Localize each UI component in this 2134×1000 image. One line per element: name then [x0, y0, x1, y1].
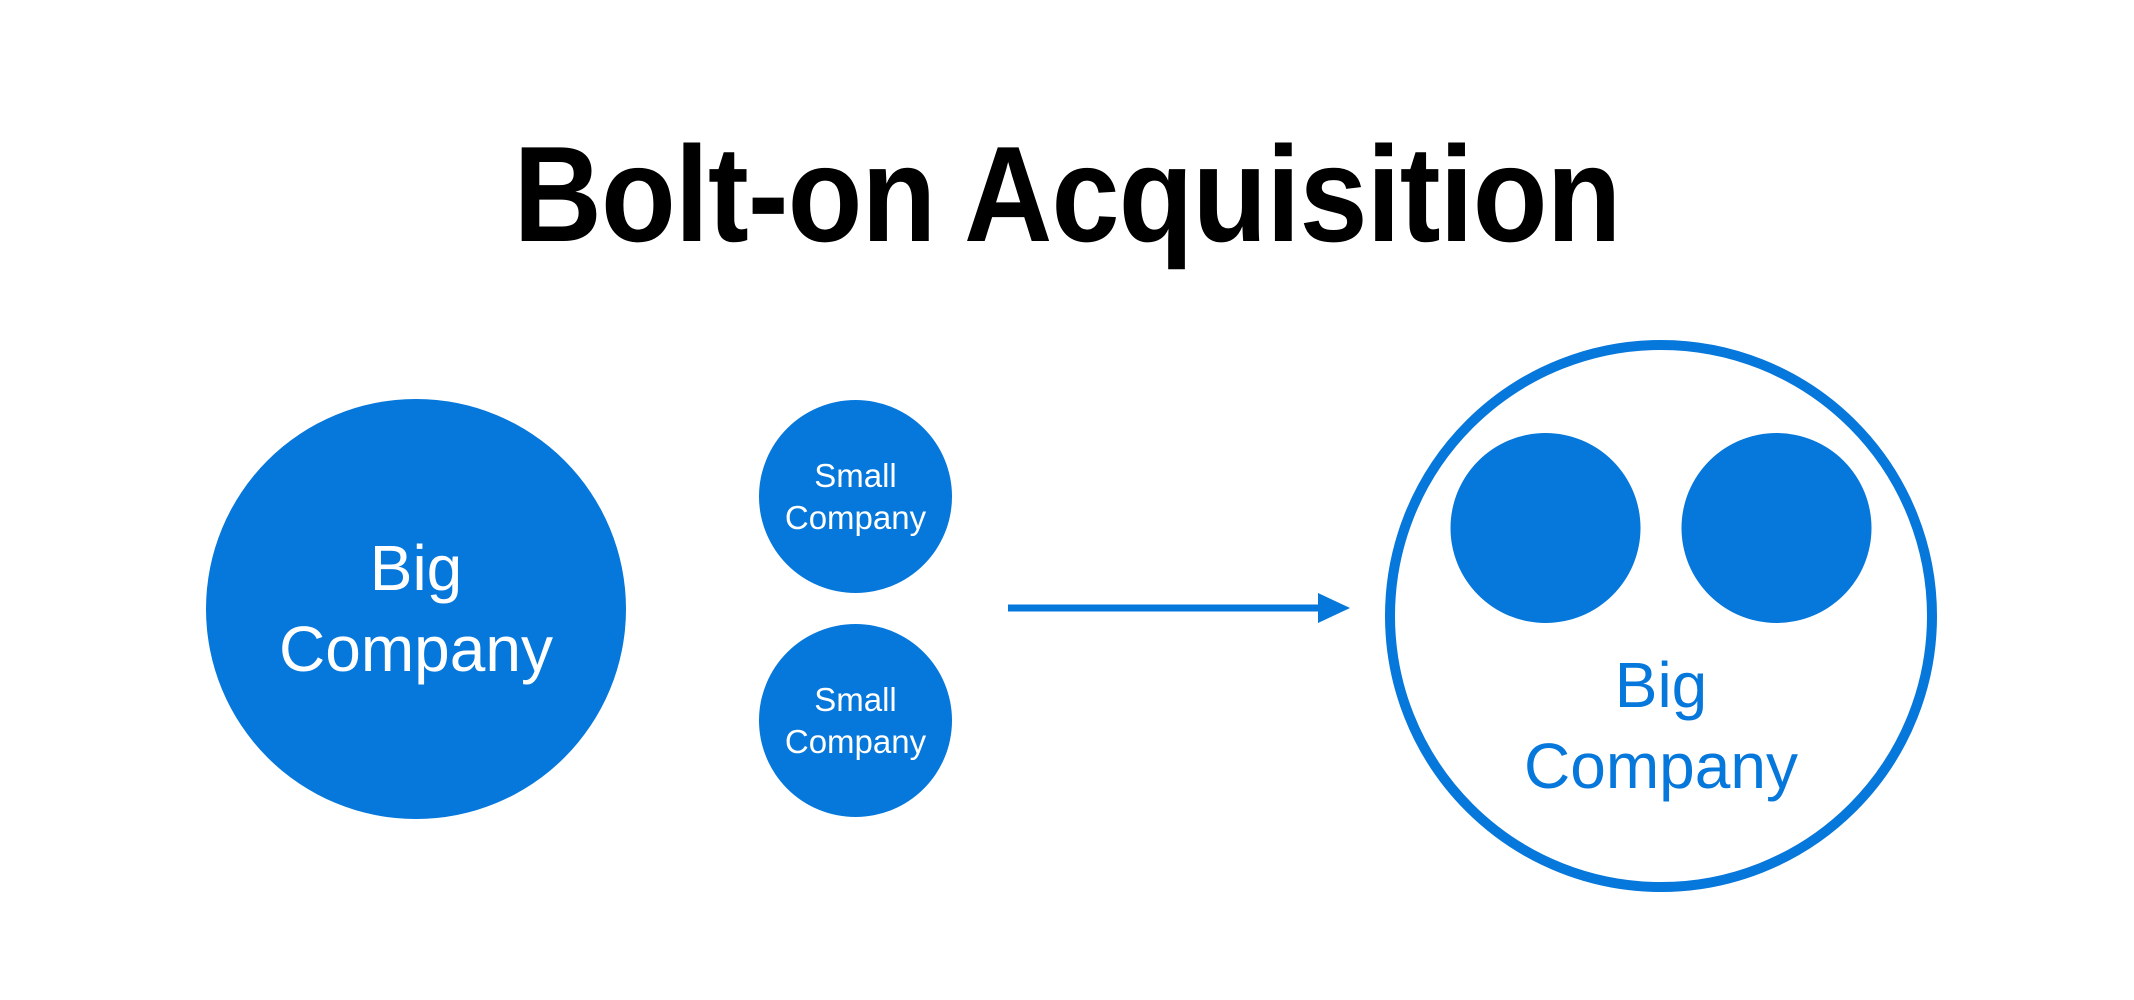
absorbed-companies-row — [1450, 433, 1872, 623]
absorbed-company-dot-2 — [1681, 433, 1872, 623]
small-company-circle-1: Small Company — [759, 400, 952, 593]
merged-company-circle: Big Company — [1385, 340, 1937, 892]
page-title-text: Bolt-on Acquisition — [513, 118, 1622, 270]
page-title: Bolt-on Acquisition — [0, 116, 2134, 272]
arrow-right-icon — [1008, 593, 1350, 623]
absorbed-company-dot-1 — [1450, 433, 1641, 623]
small-company-label-1: Small Company — [784, 457, 927, 536]
big-company-circle: Big Company — [206, 399, 626, 819]
merged-company-label: Big Company — [1524, 649, 1798, 802]
small-company-label-2: Small Company — [784, 681, 927, 760]
small-company-circle-2: Small Company — [759, 624, 952, 817]
big-company-label: Big Company — [279, 532, 553, 685]
